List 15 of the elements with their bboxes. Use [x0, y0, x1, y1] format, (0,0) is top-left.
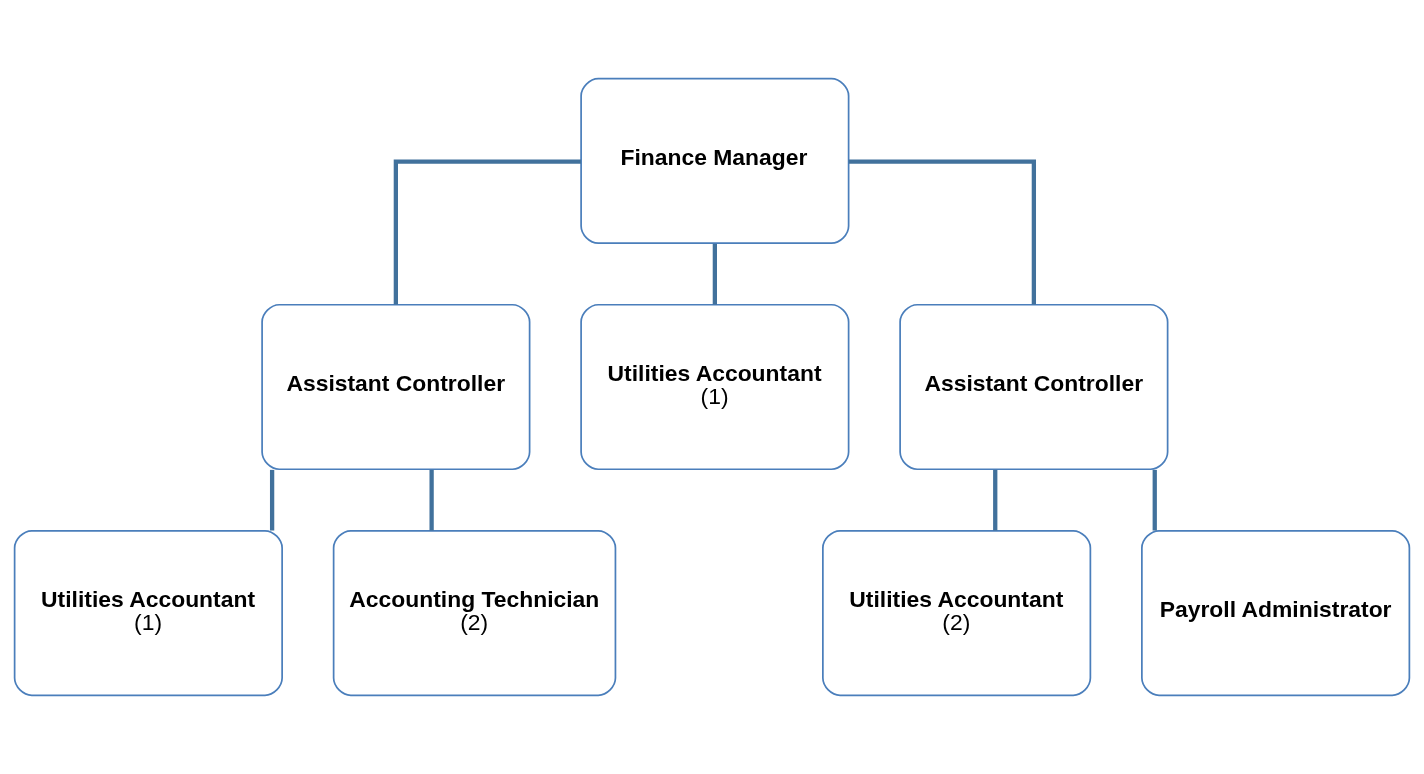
connector: [1152, 469, 1157, 531]
connector: [429, 469, 434, 531]
node-box: Accounting Technician (2): [332, 529, 617, 697]
node-box: Utilities Accountant (1): [580, 303, 850, 471]
node-box: Payroll Administrator: [1141, 529, 1411, 697]
connector: [393, 159, 581, 305]
connector: [269, 469, 275, 531]
node-box: Finance Manager: [580, 77, 850, 245]
node-box: Utilities Accountant (1): [13, 529, 283, 697]
node-box: Assistant Controller: [899, 303, 1169, 471]
connector: [712, 243, 717, 305]
node-box: Utilities Accountant (2): [822, 529, 1092, 697]
connector: [848, 159, 1036, 305]
connector: [993, 469, 998, 531]
node-box: Assistant Controller: [261, 303, 531, 471]
